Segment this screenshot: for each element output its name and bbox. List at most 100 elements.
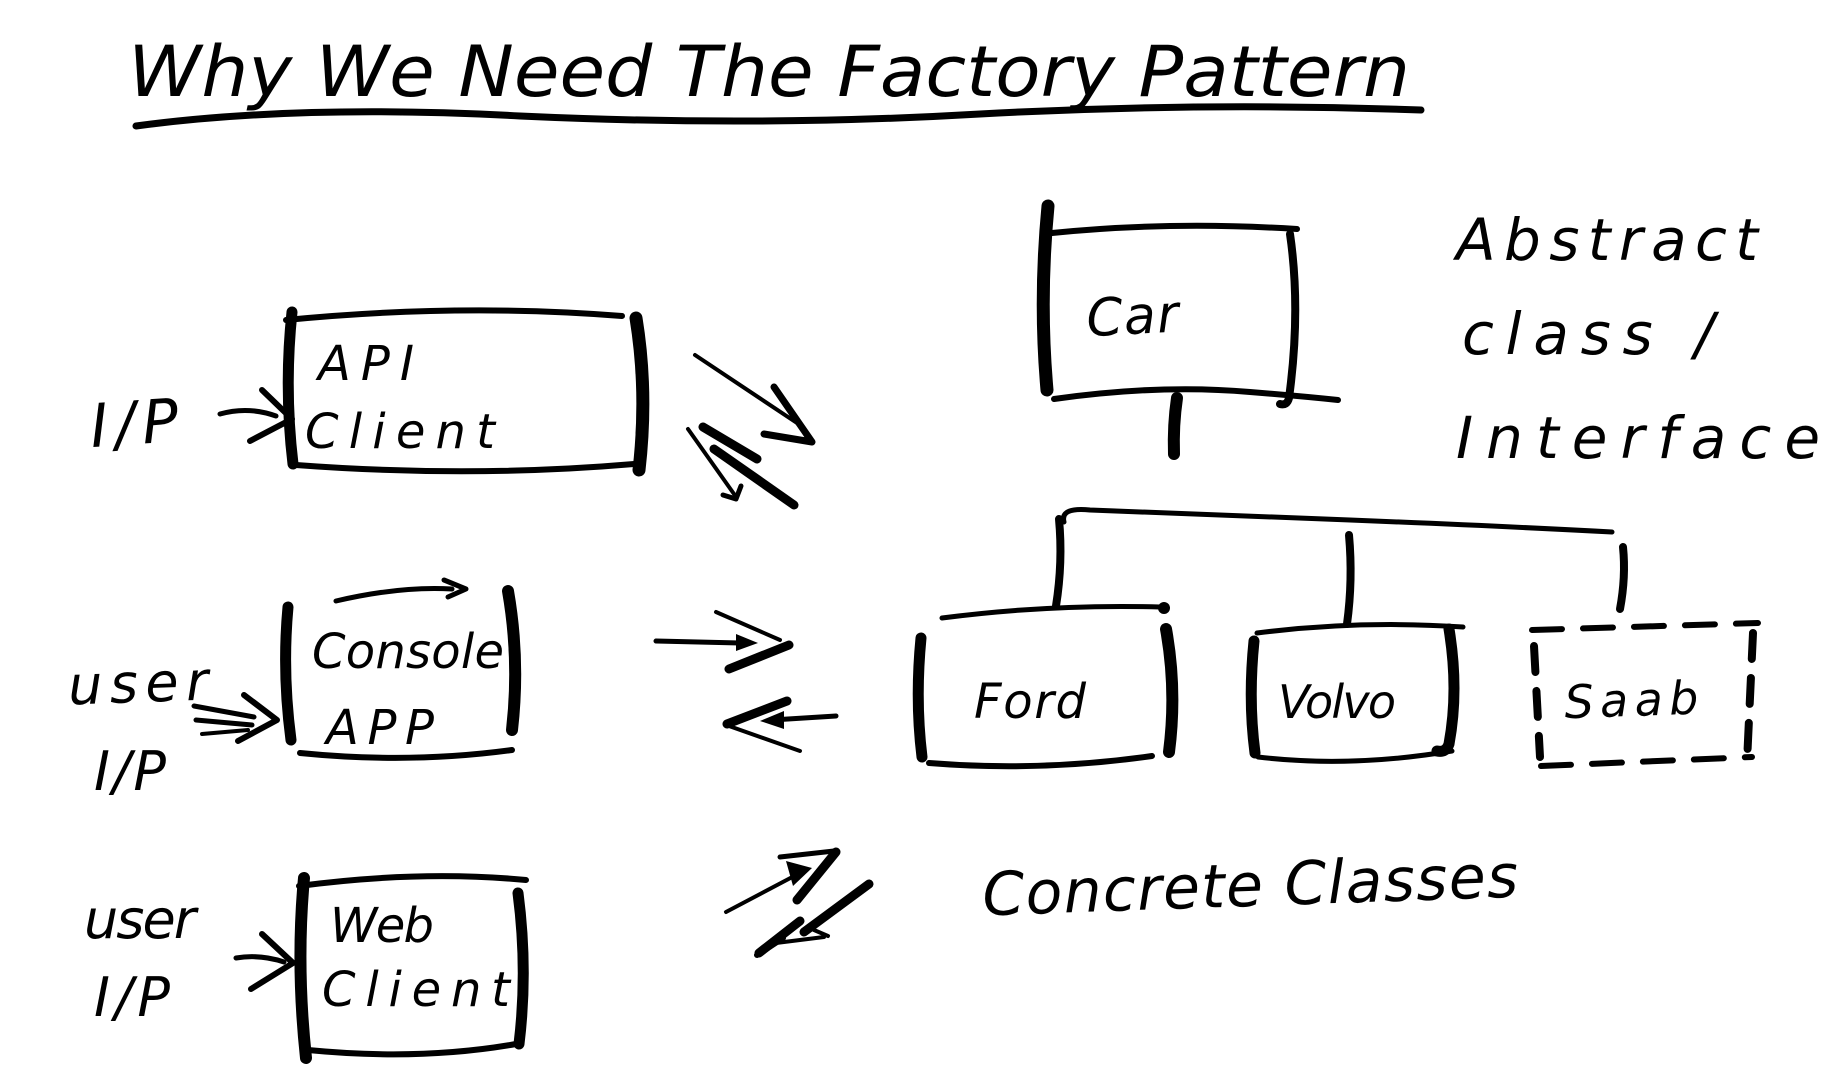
- input-arrow: [233, 931, 296, 992]
- tree-connector-vertical: [1167, 392, 1183, 460]
- annotation-line3: Interface: [1456, 404, 1820, 472]
- arrow-hierarchy-to-api: [686, 422, 799, 510]
- box-edge-bottom: [297, 747, 515, 761]
- input-label-line2: I/P: [94, 740, 166, 803]
- console-app-row: user I/P Console APP: [67, 577, 839, 803]
- box-edge-right: [1743, 629, 1757, 766]
- box-edge-left: [912, 632, 928, 763]
- arrow-stroke: [792, 847, 841, 905]
- box-edge-right: [1276, 230, 1300, 409]
- tree-drop-volvo: [1343, 531, 1355, 628]
- arrow-shaft: [200, 728, 250, 736]
- annotation-line1: Abstract: [1452, 206, 1760, 274]
- box-label-line2: APP: [323, 700, 434, 756]
- box-edge-bottom: [1538, 754, 1755, 769]
- volvo-box: Volvo: [1245, 622, 1466, 764]
- arrow-head: [760, 383, 816, 446]
- box-corner-blob: [1158, 602, 1170, 614]
- child-class-label: Saab: [1563, 671, 1699, 730]
- arrow-stroke: [799, 879, 874, 937]
- parent-annotation: Abstract class / Interface: [1452, 206, 1820, 472]
- box-label-line1: Console: [312, 624, 504, 680]
- arrow-stroke: [698, 422, 762, 464]
- arrow-chevron-arm: [714, 610, 782, 642]
- arrow-head: [235, 692, 280, 744]
- box-edge-left: [282, 306, 299, 470]
- api-client-row: I/P API Client: [88, 306, 816, 510]
- arrow-shaft: [686, 427, 736, 496]
- arrow-head: [720, 483, 744, 502]
- arrow-console-out: [653, 610, 794, 674]
- arrow-chevron-arm: [722, 696, 792, 729]
- web-client-box: Web Client: [294, 872, 529, 1064]
- arrow-head: [248, 931, 296, 992]
- ford-box: Ford: [912, 602, 1179, 770]
- web-client-row: user I/P Web Client: [84, 847, 874, 1064]
- arrow-chevron-arm: [727, 724, 802, 753]
- tree-branch-line: [1061, 507, 1615, 535]
- box-edge-left: [1245, 635, 1261, 759]
- console-app-box: Console APP: [280, 577, 522, 761]
- arrow-head: [736, 634, 758, 651]
- title-underline: [132, 103, 1425, 130]
- box-edge-bottom: [1051, 386, 1341, 403]
- arrow-web-out: [724, 847, 841, 914]
- box-edge-top: [1254, 622, 1466, 636]
- arrow-shaft: [233, 954, 287, 965]
- box-edge-left: [294, 872, 312, 1064]
- box-label-line1: API: [315, 336, 414, 392]
- box-edge-top: [1049, 222, 1300, 236]
- arrow-shaft: [193, 717, 255, 728]
- box-edge-bottom: [926, 753, 1155, 770]
- box-edge-top: [296, 873, 529, 889]
- box-edge-top-arrow: [333, 586, 455, 604]
- box-edge-top: [1529, 620, 1761, 633]
- box-edge-right: [1160, 623, 1179, 758]
- box-edge-right: [512, 887, 529, 1050]
- arrow-stroke: [709, 444, 799, 510]
- arrow-shaft: [653, 638, 743, 646]
- box-edge-right: [1431, 623, 1460, 757]
- arrow-shaft: [724, 872, 800, 914]
- api-client-box: API Client: [282, 306, 650, 477]
- arrow-chevron-arm: [724, 640, 794, 674]
- box-edge-right: [502, 585, 522, 736]
- box-edge-left: [1530, 642, 1544, 761]
- tree-drop-ford: [1052, 515, 1065, 610]
- arrow-shaft: [191, 703, 257, 720]
- input-label-line2: I/P: [94, 966, 170, 1029]
- arrow-shaft: [774, 935, 826, 945]
- arrow-shaft: [693, 353, 802, 427]
- arrow-head: [812, 928, 830, 938]
- box-edge-bottom: [293, 461, 637, 475]
- input-label: I/P: [88, 386, 181, 462]
- box-top-arrowhead: [441, 577, 469, 600]
- box-edge-right: [629, 311, 650, 477]
- input-label-line1: user: [84, 888, 199, 951]
- arrow-console-return: [722, 696, 839, 753]
- arrow-web-return: [754, 879, 874, 958]
- box-label-line1: Web: [330, 898, 434, 954]
- box-edge-left: [1036, 199, 1055, 397]
- input-label-line1: user: [67, 650, 212, 718]
- box-edge-left: [280, 601, 297, 746]
- box-edge-bottom: [305, 1041, 519, 1058]
- children-annotation: Concrete Classes: [981, 842, 1519, 931]
- arrow-head: [786, 861, 812, 886]
- child-class-label: Volvo: [1278, 675, 1396, 729]
- input-double-arrow: [191, 692, 280, 744]
- box-edge-top: [283, 307, 625, 323]
- saab-box-dashed: Saab: [1529, 620, 1761, 769]
- title-group: Why We Need The Factory Pattern: [128, 31, 1425, 130]
- box-edge-top: [939, 603, 1163, 621]
- box-edge-bottom: [1255, 748, 1455, 764]
- arrow-shaft: [217, 408, 279, 419]
- box-label-line2: Client: [305, 404, 497, 460]
- annotation-line2: class /: [1462, 300, 1719, 368]
- child-class-label: Ford: [974, 674, 1087, 730]
- box-label-line2: Client: [322, 962, 512, 1018]
- arrow-stroke: [777, 848, 837, 860]
- page-title: Why We Need The Factory Pattern: [128, 31, 1410, 113]
